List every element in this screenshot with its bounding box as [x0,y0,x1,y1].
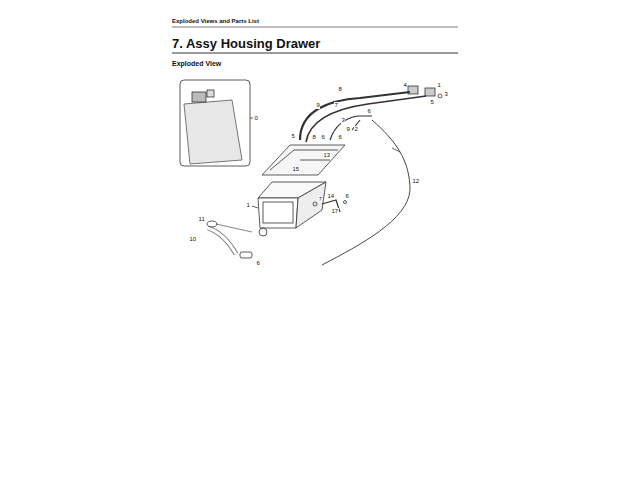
water-valve [425,88,435,96]
housing-side [296,182,326,228]
fitting [438,94,442,98]
valve-body [192,92,206,102]
cover-rib [300,160,330,161]
callout-number: 14 [327,193,335,200]
callout-number: 9 [316,102,320,109]
callout-number: 6 [345,193,349,200]
title-rule [172,53,458,54]
housing-front [258,198,298,228]
callout-number: 5 [430,99,434,106]
cover-rib [270,150,338,170]
callout-number: 6 [321,134,325,141]
inset-frame [180,80,250,166]
callout-number: 1 [246,202,250,209]
clamp [313,202,317,206]
wire-harness [322,120,410,265]
callout-number: 11 [198,216,205,223]
leader-line [250,118,253,119]
callout-number: 6 [256,260,260,267]
callout-number: 9 [346,126,350,133]
hose [330,116,372,140]
callout-number: 10 [189,236,197,243]
leader-line [252,206,258,208]
callout-number: 5 [291,133,295,140]
callout-number: 6 [338,134,342,141]
bracket-panel [184,100,242,164]
bellows-inner [208,228,236,254]
callout-number: 17 [331,208,339,215]
callout-number: 1 [437,82,441,89]
callout-number: 3 [444,91,448,98]
drawer-cover [262,145,345,175]
wire-tip [392,148,400,152]
outlet [259,228,267,236]
callout-number: 0 [254,115,258,122]
callout-number: 3 [341,117,345,124]
hose [306,96,426,142]
page-title: 7. Assy Housing Drawer [172,37,320,51]
hose [300,92,410,140]
running-header: Exploded Views and Parts List [172,18,259,25]
callout-number: 15 [292,166,300,173]
callout-number: 8 [338,86,342,93]
callout-number: 4 [403,82,407,89]
cap [240,252,252,258]
drawer-opening [263,202,293,223]
callout-number: 7 [334,102,338,109]
screw [344,201,347,204]
valve-coil [207,90,214,97]
callout-number: 8 [312,134,316,141]
section-heading: Exploded View [172,60,221,68]
callout-number: 2 [354,126,358,133]
callout-number: 6 [367,108,371,115]
callout-number: 12 [412,178,420,185]
leader-line [216,224,252,232]
bellows [208,228,236,254]
callout-number: 13 [323,152,331,159]
header-rule [172,27,458,28]
callout-number: 7 [318,196,322,203]
ring [207,221,217,227]
